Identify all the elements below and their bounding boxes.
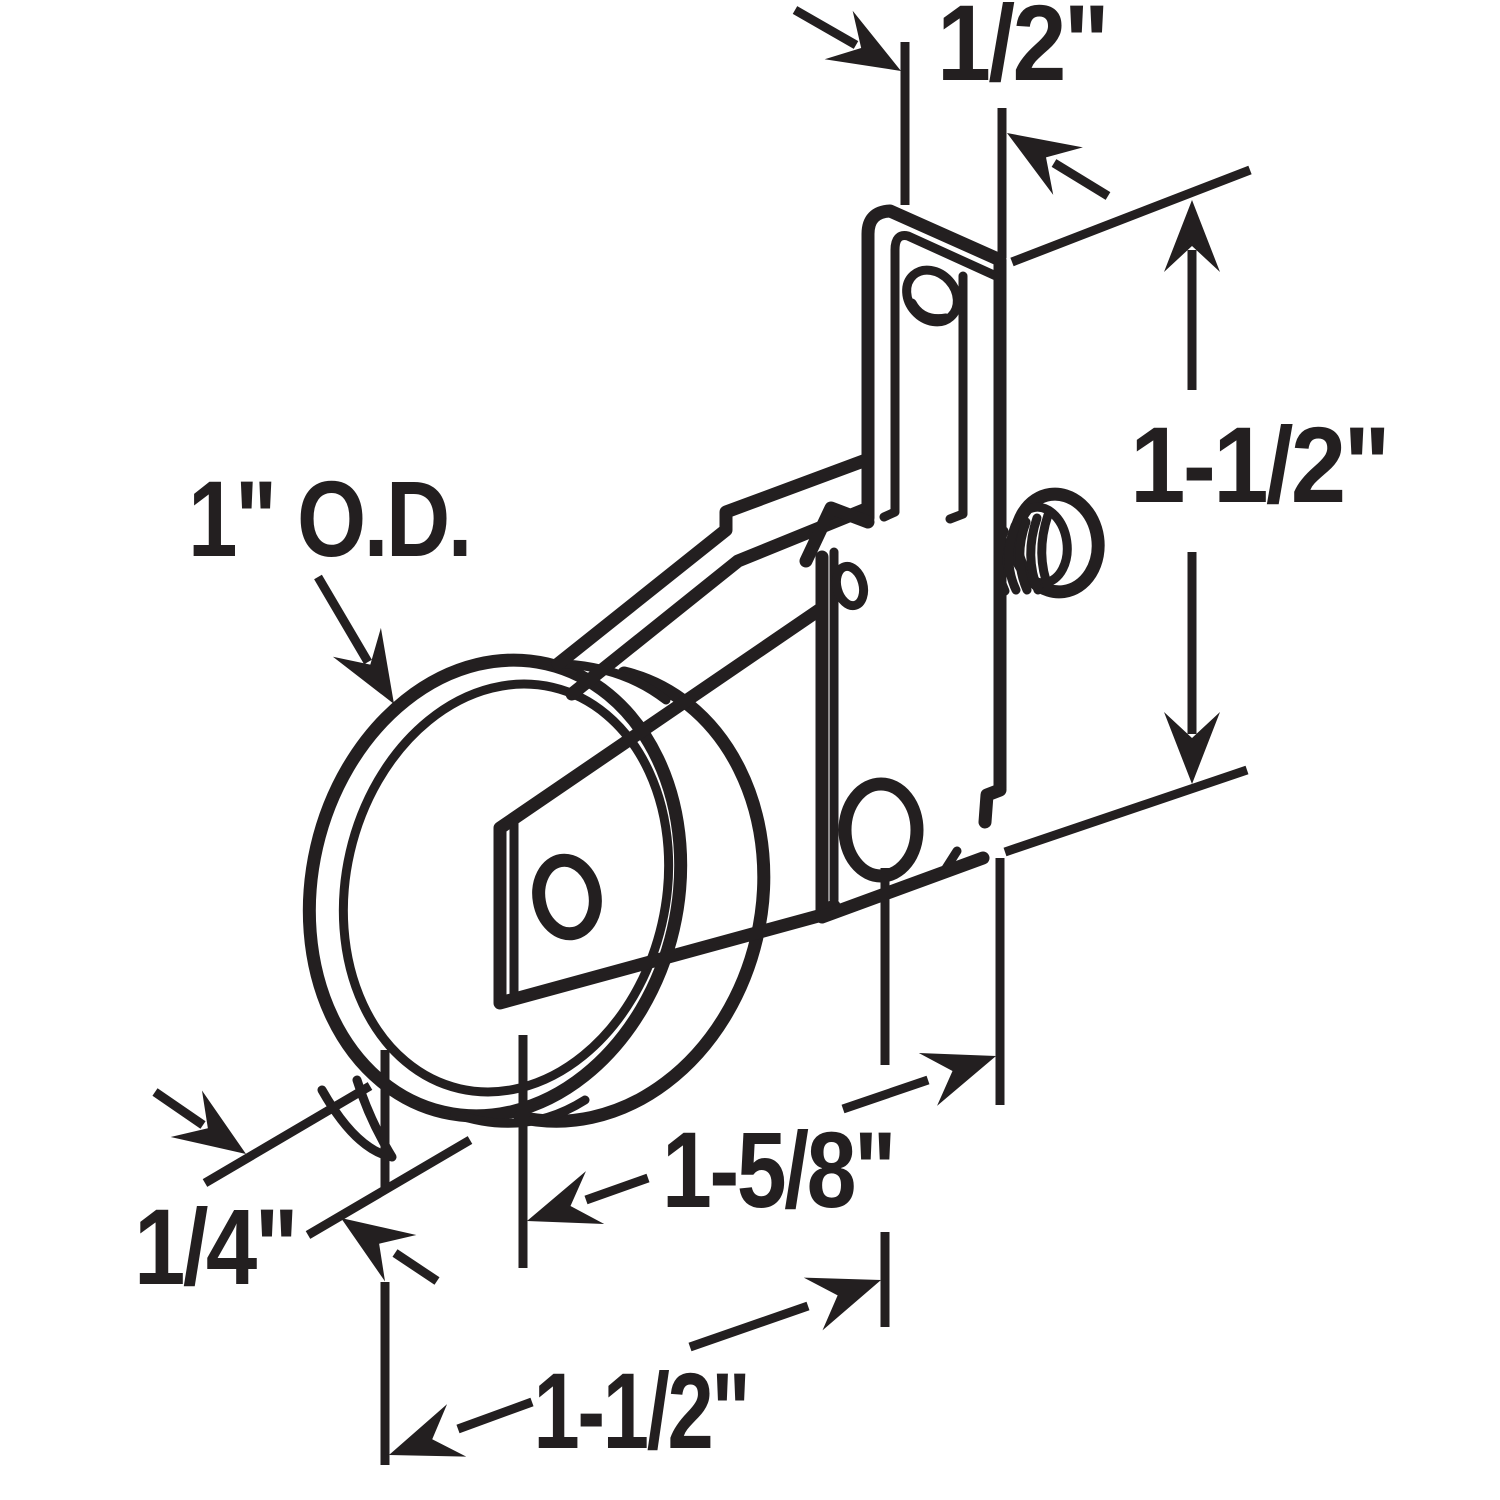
dim-label-hole-to-wheel: 1-1/2": [534, 1350, 749, 1471]
arrow-shaft: [688, 1301, 810, 1352]
arrowhead-icon: [803, 1253, 891, 1331]
plate-top-corner: [799, 501, 875, 568]
plate-notch: [978, 783, 1007, 829]
bracket-tab-inner-face: [945, 271, 968, 524]
extension-line: [1010, 165, 1252, 267]
arrowhead-icon: [325, 1194, 417, 1282]
wheel-outer-flange: [302, 653, 688, 1123]
adjustment-hole: [838, 777, 924, 883]
extension-line: [1003, 765, 1249, 857]
arrowhead-icon: [170, 1090, 262, 1178]
arrow-shaft: [456, 1397, 534, 1434]
dim-label-wheel-od: 1" O.D.: [188, 458, 470, 579]
dim-label-edge-to-hole: 1-5/8": [662, 1109, 894, 1230]
adjustment-screw: [993, 487, 1105, 599]
arm-front-plate: [493, 601, 829, 1010]
arrow-shaft: [792, 6, 859, 49]
dim-hole-to-wheel: 1-1/2": [379, 868, 891, 1482]
dim-tab-offset: 1/2": [792, 0, 1111, 258]
dim-label-tab-offset: 1/2": [937, 0, 1107, 103]
dim-label-wheel-width: 1/4": [134, 1186, 296, 1307]
arrow-shaft: [1051, 159, 1111, 200]
screw-thread-3: [1015, 517, 1032, 595]
bracket-tab-fold: [879, 231, 1001, 522]
plate-bottom-edge: [815, 851, 990, 924]
arrow-shaft: [314, 574, 372, 665]
arm-strap-top: [551, 453, 873, 671]
screw-thread-2: [1004, 521, 1021, 595]
extension-line: [202, 1082, 373, 1187]
dim-label-bracket-height: 1-1/2": [1130, 404, 1388, 525]
arrow-shaft: [152, 1088, 206, 1129]
arrow-shaft: [392, 1249, 440, 1285]
dim-bracket-height: 1-1/2": [1003, 165, 1391, 857]
arrow-shaft: [584, 1173, 650, 1205]
mounting-hole-depth: [907, 298, 951, 324]
screw-thread-1: [993, 526, 1010, 596]
mounting-bracket: [799, 204, 1007, 924]
screw-thread-5: [1037, 510, 1054, 594]
plate-notch-tick: [938, 846, 962, 878]
dim-edge-to-hole: 1-5/8": [517, 858, 1006, 1268]
bracket-tab-outline: [861, 204, 1007, 795]
pivot-hole: [831, 561, 869, 611]
arrowhead-icon: [517, 1171, 605, 1248]
dim-wheel-width: 1/4": [134, 1082, 473, 1307]
dim-wheel-od: 1" O.D.: [188, 458, 473, 719]
screw-thread-4: [1026, 513, 1043, 595]
arrowhead-icon: [379, 1404, 467, 1482]
arrowhead-icon: [918, 1029, 1006, 1106]
axle-hole: [532, 853, 602, 941]
arrow-shaft: [841, 1075, 930, 1114]
wheel-inner-flange: [338, 679, 674, 1097]
wheel-groove-top: [561, 659, 671, 705]
